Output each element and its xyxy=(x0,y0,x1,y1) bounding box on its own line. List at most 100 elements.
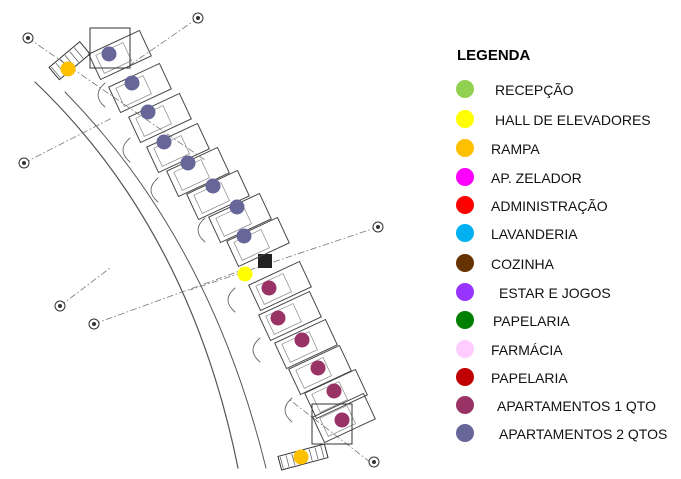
axis-line xyxy=(59,267,111,307)
legend-swatch xyxy=(456,254,474,272)
plan-color-markers xyxy=(60,46,350,465)
unit-outline xyxy=(288,344,352,396)
marker-apartamento-1-qto xyxy=(334,412,350,428)
legend-swatch xyxy=(456,110,474,128)
marker-rampa xyxy=(60,61,76,77)
unit-wall xyxy=(312,392,376,444)
legend-label: HALL DE ELEVADORES xyxy=(495,112,651,128)
ramp-stripe xyxy=(320,445,325,458)
legend-item: FARMÁCIA xyxy=(456,340,681,362)
legend-label: FARMÁCIA xyxy=(491,342,563,358)
grid-marker-center xyxy=(22,161,26,165)
legend-swatch xyxy=(456,196,474,214)
balcony xyxy=(227,287,236,313)
marker-apartamento-1-qto xyxy=(326,383,342,399)
grid-marker-center xyxy=(372,460,376,464)
legend-item: ADMINISTRAÇÃO xyxy=(456,196,681,218)
unit-wall xyxy=(248,260,312,312)
grid-marker-center xyxy=(58,304,62,308)
unit-wall xyxy=(128,92,192,144)
legend-label: LAVANDERIA xyxy=(491,226,578,242)
balcony xyxy=(150,177,159,203)
unit-outline xyxy=(312,392,376,444)
balcony xyxy=(252,337,261,363)
unit-room xyxy=(265,303,302,335)
axis-line xyxy=(27,37,206,161)
unit-room xyxy=(255,273,292,305)
unit-room xyxy=(215,205,252,237)
legend-item: APARTAMENTOS 2 QTOS xyxy=(456,424,681,446)
ramp-stripe xyxy=(73,47,84,59)
axis-line xyxy=(129,17,199,66)
unit-outline xyxy=(304,368,368,420)
grid-marker-center xyxy=(26,36,30,40)
unit-wall xyxy=(108,62,172,114)
balcony xyxy=(122,137,131,163)
legend-label: APARTAMENTOS 1 QTO xyxy=(497,398,656,414)
stair-block-top xyxy=(89,27,131,69)
balcony xyxy=(197,217,206,243)
axis-line xyxy=(189,226,379,291)
legend-item: COZINHA xyxy=(456,254,681,276)
legend-swatch xyxy=(456,224,474,242)
ramp-stripe xyxy=(291,453,296,466)
marker-apartamento-2-qtos xyxy=(140,104,156,120)
grid-marker-center xyxy=(376,225,380,229)
unit-wall xyxy=(288,344,352,396)
legend-title: LEGENDA xyxy=(457,47,531,64)
axis-line xyxy=(23,117,113,164)
unit-outline xyxy=(128,92,192,144)
site-boundary-inner xyxy=(64,91,267,469)
legend-swatch xyxy=(456,311,474,329)
unit-outline xyxy=(248,260,312,312)
marker-apartamento-2-qtos xyxy=(205,178,221,194)
marker-rampa xyxy=(293,449,309,465)
elevator-core xyxy=(258,254,272,268)
unit-room xyxy=(311,381,348,413)
marker-apartamento-1-qto xyxy=(270,310,286,326)
grid-marker-center xyxy=(196,16,200,20)
legend-label: PAPELARIA xyxy=(493,313,570,329)
unit-wall xyxy=(274,318,338,370)
legend-label: RECEPÇÃO xyxy=(495,82,574,98)
marker-apartamento-2-qtos xyxy=(156,134,172,150)
unit-room xyxy=(319,405,356,437)
legend-label: AP. ZELADOR xyxy=(491,170,582,186)
plan-grid-markers xyxy=(18,12,384,468)
grid-marker-center xyxy=(92,322,96,326)
legend-item: ESTAR E JOGOS xyxy=(456,283,681,305)
legend-swatch xyxy=(456,424,474,442)
marker-apartamento-1-qto xyxy=(261,280,277,296)
balcony xyxy=(284,397,293,423)
site-boundary-outer xyxy=(34,81,239,469)
legend-label: RAMPA xyxy=(491,141,540,157)
stair-block-bottom xyxy=(311,403,353,445)
ramp-stripe xyxy=(285,455,290,468)
marker-apartamento-1-qto xyxy=(310,360,326,376)
marker-apartamento-2-qtos xyxy=(101,46,117,62)
unit-wall xyxy=(258,290,322,342)
legend-item: PAPELARIA xyxy=(456,311,681,333)
legend-item: RAMPA xyxy=(456,139,681,161)
legend-item: PAPELARIA xyxy=(456,368,681,390)
marker-apartamento-2-qtos xyxy=(124,75,140,91)
unit-outline xyxy=(258,290,322,342)
floor-plan xyxy=(18,12,384,471)
legend-label: PAPELARIA xyxy=(491,370,568,386)
legend-swatch xyxy=(456,368,474,386)
legend-label: COZINHA xyxy=(491,256,554,272)
unit-wall xyxy=(304,368,368,420)
legend-label: ESTAR E JOGOS xyxy=(499,285,611,301)
marker-apartamento-2-qtos xyxy=(180,155,196,171)
ramp-stripe xyxy=(308,449,313,461)
legend-item: APARTAMENTOS 1 QTO xyxy=(456,396,681,418)
legend-swatch xyxy=(456,340,474,358)
legend-swatch xyxy=(456,168,474,186)
plan-linework xyxy=(23,17,379,469)
ramp-stripe xyxy=(50,66,61,78)
legend-label: ADMINISTRAÇÃO xyxy=(491,198,608,214)
legend-item: RECEPÇÃO xyxy=(456,80,681,102)
legend-swatch xyxy=(456,283,474,301)
marker-hall-elevadores xyxy=(237,266,253,282)
legend-item: LAVANDERIA xyxy=(456,224,681,246)
